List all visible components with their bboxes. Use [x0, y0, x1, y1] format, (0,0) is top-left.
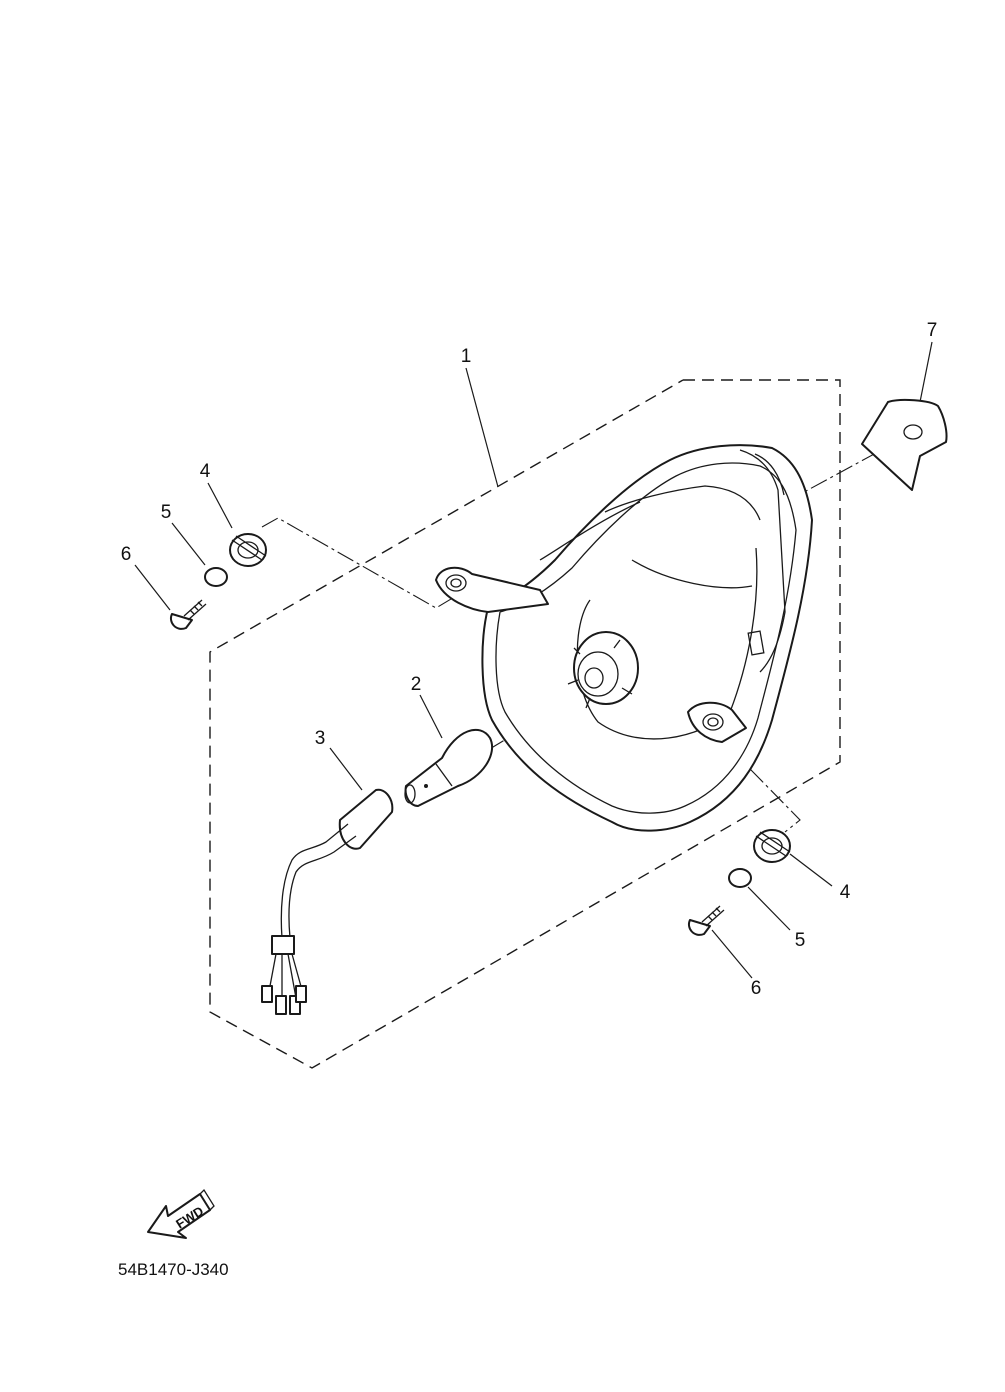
callout-7: 7: [927, 320, 938, 341]
callout-5-left: 5: [161, 502, 172, 523]
grommet-left: [229, 533, 267, 567]
leader-line-2: [419, 694, 443, 739]
leader-line-3: [329, 747, 363, 791]
leader-line-7: [919, 341, 933, 403]
leader-line-1: [465, 367, 499, 488]
callout-2: 2: [411, 674, 422, 695]
callout-3: 3: [315, 728, 326, 749]
diagram-code: 54B1470-J340: [118, 1260, 229, 1279]
bracket: [861, 398, 948, 491]
screw-left: [170, 599, 207, 630]
washer-left: [204, 567, 228, 587]
grommet-right: [753, 829, 791, 863]
headlight-housing: [435, 444, 813, 832]
leader-line-5-left: [171, 522, 206, 566]
screw-right: [688, 905, 725, 936]
assembly-boundary: [209, 379, 841, 1069]
leader-line-5-right: [747, 886, 791, 931]
leader-line-4-left: [207, 482, 233, 529]
callout-4-right: 4: [840, 882, 851, 903]
washer-right: [728, 868, 752, 888]
callout-5-right: 5: [795, 930, 806, 951]
leader-line-6-left: [134, 564, 171, 611]
callout-1: 1: [461, 346, 472, 367]
callout-6-left: 6: [121, 544, 132, 565]
leader-line-6-right: [711, 929, 753, 979]
assembly-line-left-grommet: [261, 517, 467, 609]
bulb: [404, 728, 493, 807]
fwd-arrow-icon: FWD: [147, 1188, 215, 1239]
callout-6-right: 6: [751, 978, 762, 999]
callout-4-left: 4: [200, 461, 211, 482]
socket-boss: [567, 631, 639, 709]
leader-line-4-right: [789, 853, 833, 887]
socket-harness: [261, 788, 394, 1015]
